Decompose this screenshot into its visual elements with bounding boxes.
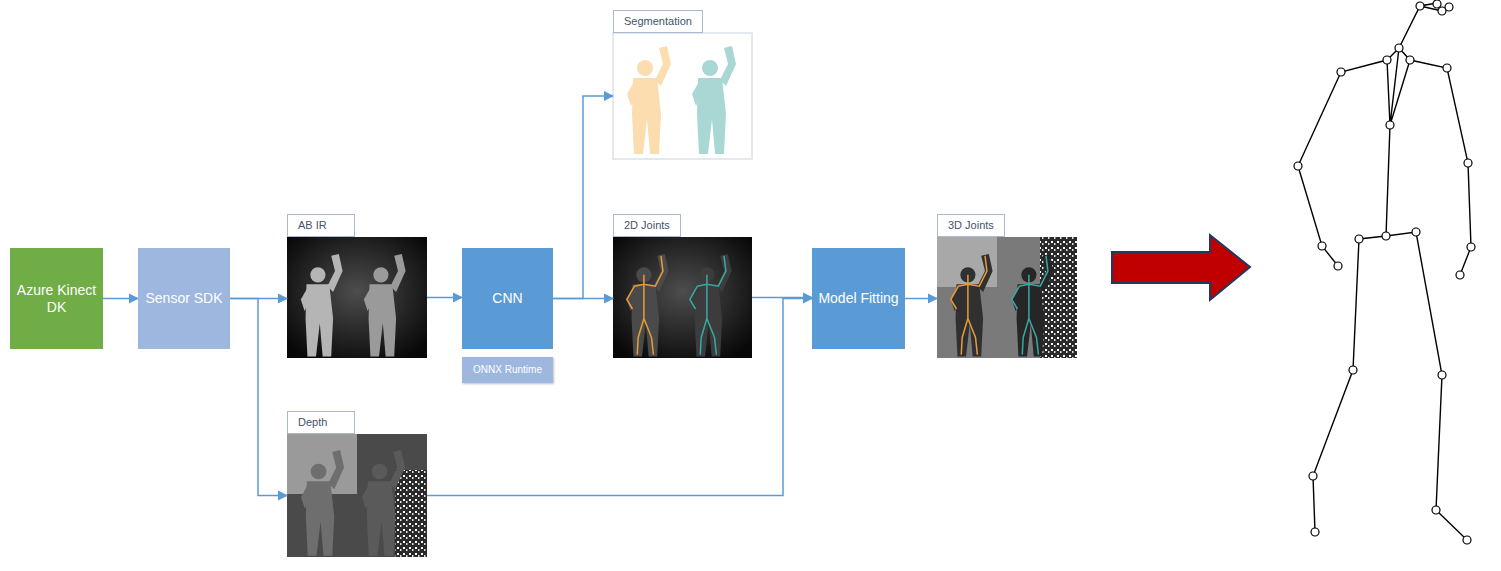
depth-image xyxy=(287,434,427,557)
flow-connector xyxy=(553,96,613,299)
box-label: ONNX Runtime xyxy=(473,364,542,376)
segmentation-image xyxy=(613,33,752,159)
runtime-box: ONNX Runtime xyxy=(462,357,553,383)
panel-header: Segmentation xyxy=(613,10,703,33)
panel-header: 3D Joints xyxy=(937,214,1005,237)
process-box: Sensor SDK xyxy=(138,248,230,349)
process-box: CNN xyxy=(462,248,553,349)
flow-connector xyxy=(230,299,287,496)
panel-header: 2D Joints xyxy=(613,214,681,237)
image-panel: AB IR xyxy=(287,237,427,358)
box-label: Model Fitting xyxy=(818,290,898,307)
flow-connector xyxy=(427,297,462,299)
skeleton-figure xyxy=(1298,3,1471,540)
box-label: CNN xyxy=(492,290,522,307)
process-box: Model Fitting xyxy=(812,248,905,349)
panel-header: AB IR xyxy=(287,214,355,237)
image-panel: 2D Joints xyxy=(613,237,752,358)
flow-connector xyxy=(553,298,613,300)
flow-connector xyxy=(103,298,138,300)
red-arrow xyxy=(1112,235,1250,300)
joints-2d-image xyxy=(613,237,752,358)
skeleton-joints xyxy=(1294,0,1475,544)
image-panel: 3D Joints xyxy=(937,237,1077,358)
panel-header: Depth xyxy=(287,411,355,434)
device-box: Azure Kinect DK xyxy=(10,248,103,349)
box-label: Sensor SDK xyxy=(145,290,222,307)
joints-3d-image xyxy=(937,237,1077,358)
image-panel: Segmentation xyxy=(613,33,752,159)
flow-connector xyxy=(905,298,937,300)
box-label: Azure Kinect DK xyxy=(16,282,97,316)
ir-image xyxy=(287,237,427,358)
image-panel: Depth xyxy=(287,434,427,557)
